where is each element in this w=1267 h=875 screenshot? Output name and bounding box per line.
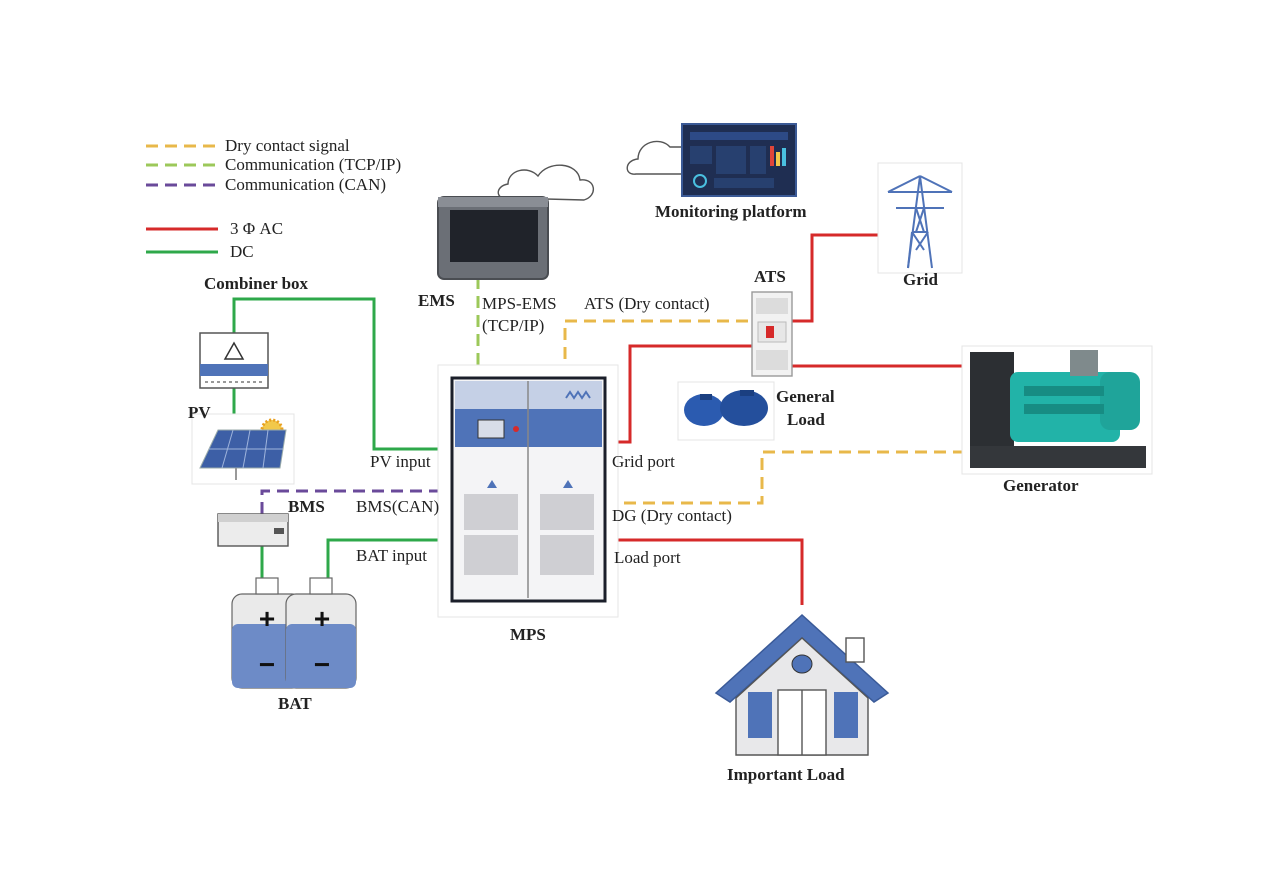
grid-tower-icon xyxy=(877,162,963,274)
ac-line-ats-grid xyxy=(792,233,878,323)
battery-2-minus: − xyxy=(314,649,330,680)
ats-label: ATS xyxy=(754,267,786,286)
bat-label: BAT xyxy=(278,694,312,713)
mps-ems-label-line1: MPS-EMS xyxy=(482,294,557,313)
mps-label: MPS xyxy=(510,625,546,644)
ats-switch xyxy=(751,291,793,377)
ems-device xyxy=(437,196,549,280)
bms-can-label: BMS(CAN) xyxy=(356,497,440,516)
combiner-box-label: Combiner box xyxy=(204,274,309,293)
dry-line-ats xyxy=(563,319,752,378)
bms-device xyxy=(217,513,289,547)
cloud-icon xyxy=(497,140,687,201)
grid-port-label: Grid port xyxy=(612,452,675,471)
bms-label: BMS xyxy=(288,497,325,516)
monitoring-platform-screen xyxy=(681,123,797,197)
legend-label-dry-contact: Dry contact signal xyxy=(225,136,350,155)
motor-icon xyxy=(677,381,775,441)
mps-cabinet xyxy=(437,364,619,618)
combiner-box xyxy=(199,332,269,389)
bat-input-label: BAT input xyxy=(356,546,428,565)
battery-2-plus: + xyxy=(314,603,330,634)
pv-input-label: PV input xyxy=(370,452,431,471)
ems-label: EMS xyxy=(418,291,455,310)
monitoring-platform-label: Monitoring platform xyxy=(655,202,807,221)
can-line-bms xyxy=(260,489,456,514)
generator-label: Generator xyxy=(1003,476,1079,495)
load-port-label: Load port xyxy=(614,548,681,567)
dry-line-generator xyxy=(605,450,962,505)
battery-1-minus: − xyxy=(259,649,275,680)
mps-ems-label-line2: (TCP/IP) xyxy=(482,316,545,335)
general-load-label-line2: Load xyxy=(787,410,825,429)
pv-label: PV xyxy=(188,403,211,422)
ac-line-load-port xyxy=(605,538,804,605)
general-load-label-line1: General xyxy=(776,387,835,406)
battery-1-plus: + xyxy=(259,603,275,634)
legend-label-dc: DC xyxy=(230,242,254,261)
dg-dry-contact-label: DG (Dry contact) xyxy=(612,506,732,525)
pv-panel xyxy=(191,413,295,485)
battery-bank xyxy=(231,577,357,689)
dc-line-pv-input xyxy=(232,297,456,451)
connections xyxy=(232,233,962,605)
generator-icon xyxy=(961,345,1153,475)
legend xyxy=(146,144,218,254)
ats-dry-contact-label: ATS (Dry contact) xyxy=(584,294,710,313)
important-load-label: Important Load xyxy=(727,765,845,784)
legend-label-can: Communication (CAN) xyxy=(225,175,387,194)
grid-label: Grid xyxy=(903,270,938,289)
dc-line-bat-input xyxy=(326,538,456,585)
legend-label-tcp-ip: Communication (TCP/IP) xyxy=(225,155,402,174)
legend-label-ac: 3 Φ AC xyxy=(230,219,284,238)
house-icon xyxy=(714,613,890,756)
